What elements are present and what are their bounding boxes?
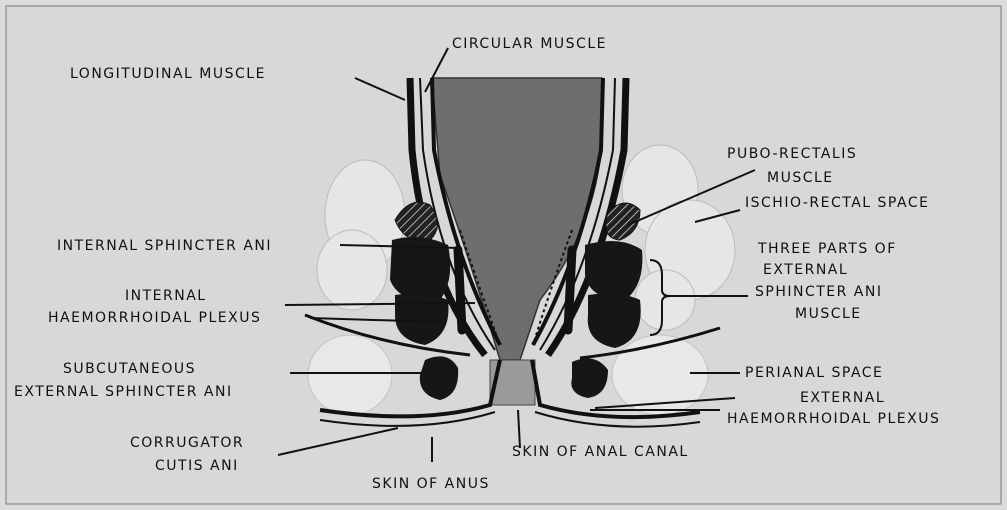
- label-three-parts-4: MUSCLE: [795, 306, 862, 322]
- label-external-haem-1: EXTERNAL: [800, 390, 885, 406]
- label-circular-muscle: CIRCULAR MUSCLE: [452, 36, 607, 52]
- label-corrugator-2: CUTIS ANI: [155, 458, 239, 474]
- label-internal-haem-2: HAEMORRHOIDAL PLEXUS: [48, 310, 261, 326]
- label-three-parts-2: EXTERNAL: [763, 262, 848, 278]
- label-internal-sphincter-ani: INTERNAL SPHINCTER ANI: [57, 238, 272, 254]
- label-subcutaneous-2: EXTERNAL SPHINCTER ANI: [14, 384, 233, 400]
- label-external-haem-2: HAEMORRHOIDAL PLEXUS: [727, 411, 940, 427]
- label-skin-anal-canal: SKIN OF ANAL CANAL: [512, 444, 689, 460]
- label-three-parts-3: SPHINCTER ANI: [755, 284, 883, 300]
- right-internal-sphincter: [568, 250, 572, 330]
- label-subcutaneous-1: SUBCUTANEOUS: [63, 361, 196, 377]
- label-skin-of-anus: SKIN OF ANUS: [372, 476, 490, 492]
- label-longitudinal-muscle: LONGITUDINAL MUSCLE: [70, 66, 266, 82]
- label-three-parts-1: THREE PARTS OF: [757, 241, 897, 257]
- label-pubo-rectalis-1: PUBO-RECTALIS: [727, 146, 857, 162]
- label-pubo-rectalis-2: MUSCLE: [767, 170, 834, 186]
- label-corrugator-1: CORRUGATOR: [130, 435, 244, 451]
- label-internal-haem-1: INTERNAL: [125, 288, 207, 304]
- label-perianal-space: PERIANAL SPACE: [745, 365, 883, 381]
- label-ischio-rectal-space: ISCHIO-RECTAL SPACE: [745, 195, 929, 211]
- left-internal-sphincter: [458, 250, 462, 330]
